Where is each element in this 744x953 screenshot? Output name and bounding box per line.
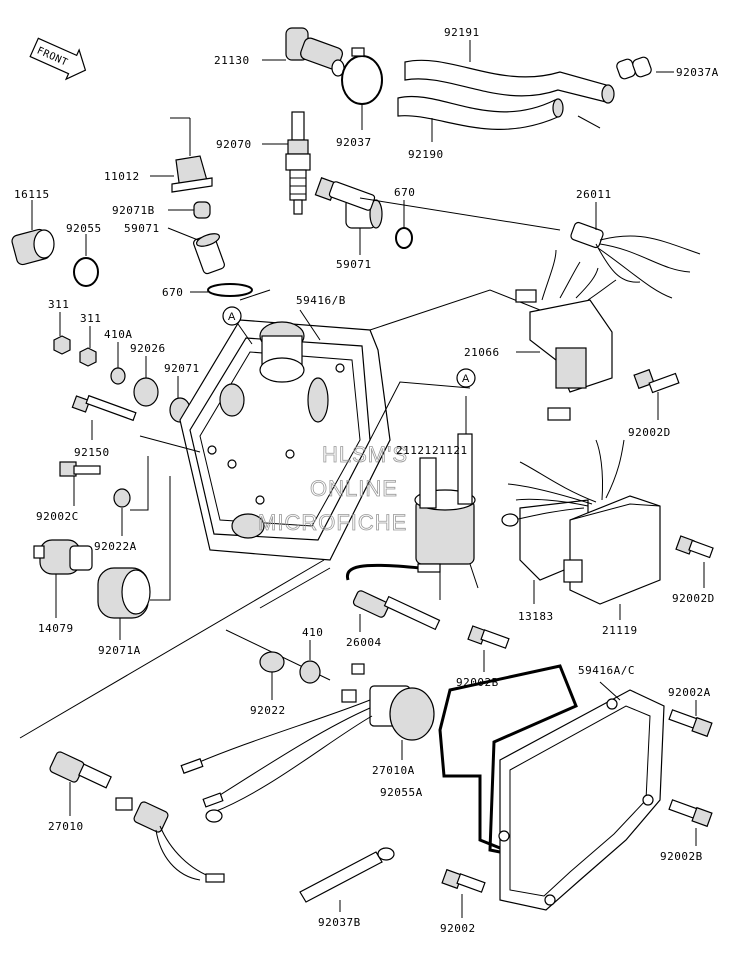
label-21066: 21066 <box>464 346 500 359</box>
filter-cap <box>171 155 213 193</box>
label-14079: 14079 <box>38 622 74 635</box>
label-92055a: 92055A <box>380 786 423 799</box>
label-92026: 92026 <box>130 342 166 355</box>
label-410a: 410A <box>104 328 133 341</box>
washer-92022a <box>113 488 131 508</box>
label-92071b: 92071B <box>112 204 155 217</box>
clamp-ring <box>341 47 383 105</box>
label-92037: 92037 <box>336 136 372 149</box>
label-21130: 21130 <box>214 54 250 67</box>
bolt-92002a <box>668 709 713 738</box>
label-92071: 92071 <box>164 362 200 375</box>
label-92070: 92070 <box>216 138 252 151</box>
label-92022a: 92022A <box>94 540 137 553</box>
sensor-26011 <box>314 177 701 299</box>
label-59416ac: 59416A/C <box>578 664 635 677</box>
electrical-box-housing <box>179 319 391 561</box>
callout-a-right: A <box>456 368 476 388</box>
grommet-92071b <box>193 201 211 219</box>
relay-27010a <box>180 663 435 823</box>
label-92071a: 92071A <box>98 644 141 657</box>
label-21119: 21119 <box>602 624 638 637</box>
washer-410a <box>110 367 126 385</box>
label-670-right: 670 <box>394 186 415 199</box>
label-27010: 27010 <box>48 820 84 833</box>
bolt-92002d-right <box>675 535 714 559</box>
svg-text:A: A <box>228 311 236 323</box>
label-13183: 13183 <box>518 610 554 623</box>
label-92150: 92150 <box>74 446 110 459</box>
fitting-16115 <box>11 228 55 266</box>
washer-410 <box>299 660 321 684</box>
spark-plug <box>285 111 311 215</box>
svg-text:HLSM'S: HLSM'S <box>322 442 408 467</box>
label-27010a: 27010A <box>372 764 415 777</box>
label-92002b-right: 92002B <box>660 850 703 863</box>
fitting-59071-left <box>193 233 225 275</box>
label-92055: 92055 <box>66 222 102 235</box>
label-92037a: 92037A <box>676 66 719 79</box>
label-311-b: 311 <box>80 312 101 325</box>
bolt-92002c <box>59 461 101 477</box>
sensor-26004 <box>345 563 441 631</box>
grommet-92026 <box>133 377 159 407</box>
washer-92022 <box>259 651 285 673</box>
connector-harness <box>115 797 225 883</box>
ignition-coil-21121 <box>414 396 479 600</box>
label-670-left: 670 <box>162 286 183 299</box>
front-arrow-badge: FRONT <box>29 37 87 81</box>
spark-plug-cap <box>285 27 345 77</box>
part-labels: 21130 92191 92037A 92037 92070 92190 110… <box>14 26 719 935</box>
bolt-92002b-left <box>467 625 510 649</box>
label-92190: 92190 <box>408 148 444 161</box>
svg-text:ONLINE: ONLINE <box>310 476 398 501</box>
o-ring-670-left <box>207 283 253 297</box>
cable-tie-92037b <box>299 847 395 903</box>
bolt-92002-bottom <box>441 868 486 893</box>
o-ring-92055 <box>73 257 99 287</box>
sensor-14079 <box>33 539 93 575</box>
label-92002d-right: 92002D <box>672 592 715 605</box>
label-26004: 26004 <box>346 636 382 649</box>
cdi-box-21119 <box>501 407 661 605</box>
svg-text:A: A <box>462 373 470 385</box>
label-92002b-left: 92002B <box>456 676 499 689</box>
label-92002: 92002 <box>440 922 476 935</box>
label-16115: 16115 <box>14 188 50 201</box>
nut-311-a <box>53 335 71 355</box>
label-21121-b: 21121 <box>432 444 468 457</box>
label-92002c: 92002C <box>36 510 79 523</box>
bolt-92002b-right <box>668 799 713 828</box>
regulator-21066 <box>515 249 617 393</box>
label-11012: 11012 <box>104 170 140 183</box>
label-311-a: 311 <box>48 298 69 311</box>
label-92002d-top: 92002D <box>628 426 671 439</box>
bolt-92002d-top <box>633 368 680 394</box>
label-59416b: 59416/B <box>296 294 346 307</box>
sensor-27010 <box>49 751 112 789</box>
hose-92191 <box>404 59 611 103</box>
grommet-92071a <box>97 567 151 619</box>
hose-92190 <box>397 96 561 130</box>
o-ring-670-right <box>395 227 413 249</box>
label-92191: 92191 <box>444 26 480 39</box>
label-92002a: 92002A <box>668 686 711 699</box>
label-59071-right: 59071 <box>336 258 372 271</box>
label-410: 410 <box>302 626 323 639</box>
label-21121-a: 21121 <box>396 444 432 457</box>
label-92022: 92022 <box>250 704 286 717</box>
nut-311-b <box>79 347 97 367</box>
cover-59416ac <box>498 689 665 911</box>
callout-a-left: A <box>222 306 253 345</box>
watermark: HLSM'S ONLINE MICROFICHE <box>258 442 408 536</box>
svg-text:MICROFICHE: MICROFICHE <box>258 510 407 535</box>
label-92037b: 92037B <box>318 916 361 929</box>
hose-clip <box>616 56 652 80</box>
label-26011: 26011 <box>576 188 612 201</box>
label-59071-left: 59071 <box>124 222 160 235</box>
bolt-92150 <box>71 394 137 422</box>
